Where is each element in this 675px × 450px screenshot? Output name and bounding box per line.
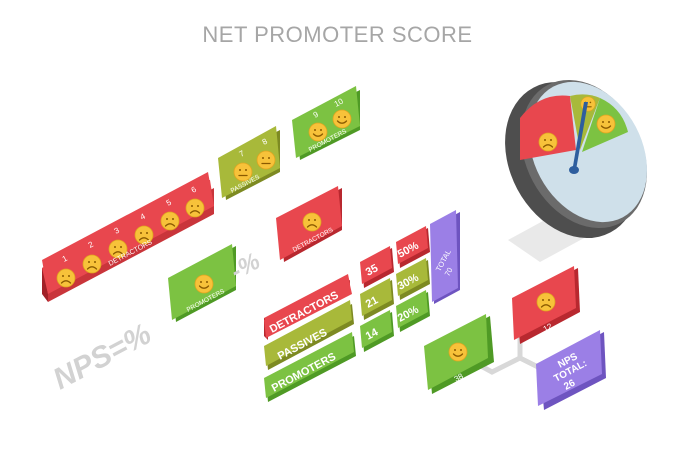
result-detractors-block: 12 <box>512 266 580 344</box>
gauge-happy-face <box>596 114 616 134</box>
scale-number-3: 3 <box>113 225 122 235</box>
scale-number-8: 8 <box>261 136 270 146</box>
table-count-passives: 21 <box>360 278 394 320</box>
nps-gauge <box>505 79 647 262</box>
table-total-line: 70 <box>443 266 455 278</box>
detractor-face-2 <box>82 254 102 274</box>
table-percent-promoters: 20% <box>396 290 430 332</box>
table-percent-passives: 30% <box>396 258 430 300</box>
formula-detractors-face <box>302 212 322 232</box>
nps-formula-prefix: NPS=% <box>48 317 157 396</box>
scale-number-5: 5 <box>165 197 174 207</box>
scale-number-6: 6 <box>190 184 199 194</box>
scale-number-4: 4 <box>139 211 148 221</box>
scale-number-1: 1 <box>61 253 70 263</box>
table-count-detractors: 35 <box>360 246 394 288</box>
formula-promoters-block: PROMOTERS <box>168 244 236 322</box>
promoter-face-10 <box>332 109 352 129</box>
formula-promoters-face <box>194 274 214 294</box>
result-detractors-face <box>536 292 556 312</box>
passive-face-8 <box>256 150 276 170</box>
detractor-face-5 <box>160 211 180 231</box>
formula-detractors-block: DETRACTORS <box>276 186 342 262</box>
page-title: NET PROMOTER SCORE <box>202 22 473 47</box>
table-percent-detractors: 50% <box>396 226 430 268</box>
gauge-sad-face <box>538 132 558 152</box>
detractor-face-1 <box>56 268 76 288</box>
result-promoters-block: 38 <box>424 314 494 394</box>
table-count-promoters: 14 <box>360 310 394 352</box>
gauge-needle <box>572 102 588 172</box>
table-total-block: TOTAL70 <box>430 210 460 304</box>
scale-number-2: 2 <box>87 239 96 249</box>
gauge-detractors-segment <box>520 95 576 160</box>
promoters-scale-block: 9 10 PROMOTERS <box>292 86 360 160</box>
scale-number-7: 7 <box>238 148 247 158</box>
detractor-face-6 <box>185 198 205 218</box>
svg-text:35: 35 <box>364 262 380 278</box>
passives-scale-block: 7 8 PASSIVES <box>218 126 280 200</box>
result-nps-line3: 26 <box>562 378 577 393</box>
scale-number-9: 9 <box>312 109 321 119</box>
result-nps-total-block: NPS TOTAL: 26 <box>536 330 606 410</box>
result-promoters-face <box>448 342 468 362</box>
svg-text:21: 21 <box>364 294 380 310</box>
